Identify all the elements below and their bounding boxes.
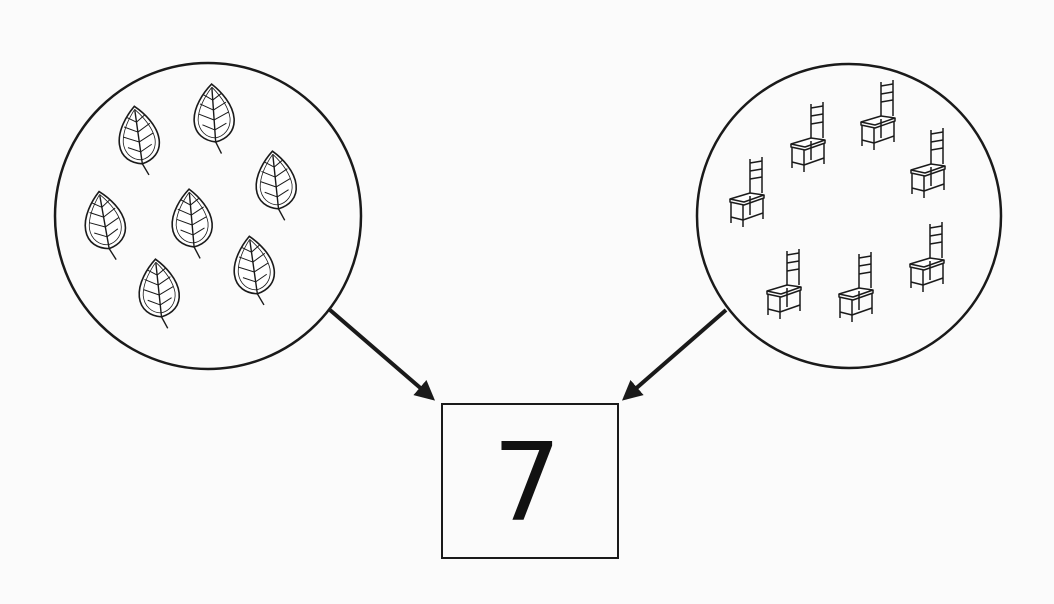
answer-box — [441, 403, 619, 559]
right-arrow — [621, 308, 728, 401]
chair-group — [695, 62, 1003, 370]
answer-number: 7 — [493, 421, 562, 546]
leaf-group — [53, 61, 363, 371]
left-arrow — [328, 308, 436, 401]
